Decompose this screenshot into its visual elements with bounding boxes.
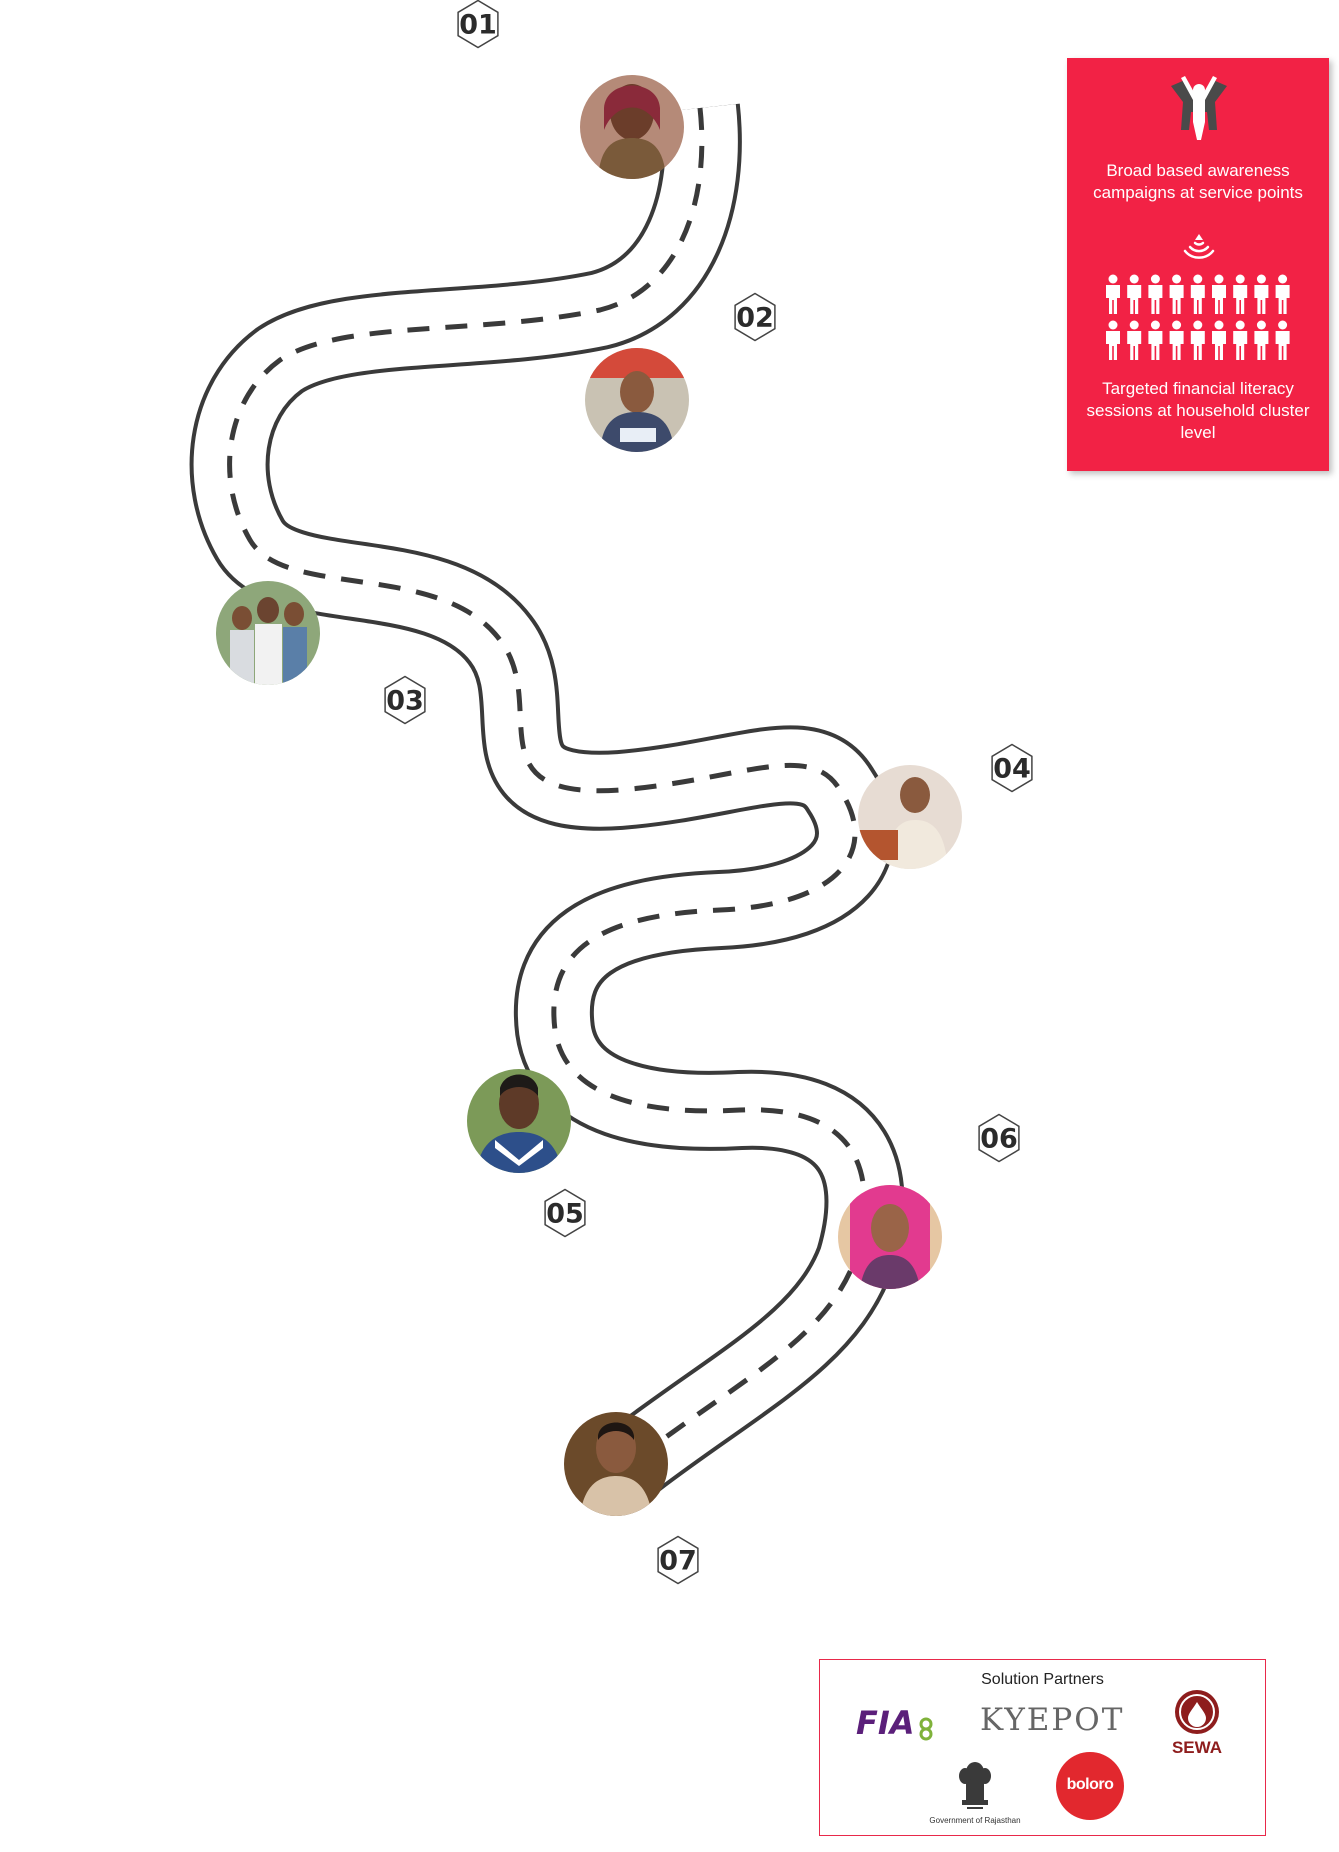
milestone-number: 02 <box>736 303 774 334</box>
solution-partners-box: Solution Partners FIA KYEPOT SEWA Govern… <box>819 1659 1266 1836</box>
milestone-06: 06 <box>978 1113 1020 1163</box>
financial-literacy-text: Targeted financial literacy sessions at … <box>1086 379 1310 442</box>
milestone-03: 03 <box>384 675 426 725</box>
milestone-number: 03 <box>386 686 424 717</box>
man-portrait <box>564 1412 668 1516</box>
hexagon-badge-icon <box>457 0 499 49</box>
person-icon <box>1254 274 1269 314</box>
milestone-number: 06 <box>980 1124 1018 1155</box>
girl-portrait <box>467 1069 571 1173</box>
fia-logo-text: FIA <box>856 1704 915 1742</box>
boloro-logo-text: boloro <box>1066 1776 1114 1793</box>
milestone-01: 01 <box>457 0 499 49</box>
person-icon <box>1106 274 1120 314</box>
broadcast-signal-icon <box>1183 234 1215 259</box>
awareness-campaign-text: Broad based awareness campaigns at servi… <box>1093 161 1303 202</box>
hexagon-badge-icon <box>978 1113 1020 1163</box>
vendor-portrait <box>858 765 962 869</box>
woman-in-sari-portrait <box>838 1185 942 1289</box>
hexagon-badge-icon <box>544 1188 586 1238</box>
government-of-rajasthan-logo: Government of Rajasthan <box>920 1758 1030 1832</box>
hexagon-badge-icon <box>991 743 1033 793</box>
person-icon <box>1127 320 1142 360</box>
sewa-logo-text: SEWA <box>1171 1738 1223 1757</box>
sewa-logo: SEWA <box>1166 1688 1228 1760</box>
winding-road <box>189 103 905 1492</box>
person-icon <box>1106 320 1120 360</box>
person-icon <box>1127 274 1142 314</box>
government-of-rajasthan-text: Government of Rajasthan <box>929 1816 1021 1825</box>
state-emblem-icon <box>959 1762 991 1809</box>
group-of-men-portrait <box>216 581 320 685</box>
milestone-05: 05 <box>544 1188 586 1238</box>
person-icon <box>1275 274 1290 314</box>
milestone-04: 04 <box>991 743 1033 793</box>
person-icon <box>1169 274 1184 314</box>
woman-portrait <box>580 75 684 179</box>
person-icon <box>1169 320 1184 360</box>
person-icon <box>1148 274 1163 314</box>
road-surface <box>193 104 901 1489</box>
people-raising-hands-icon <box>1171 76 1227 140</box>
kyepot-logo: KYEPOT <box>980 1702 1125 1738</box>
shopkeeper-portrait <box>585 348 689 452</box>
boloro-logo: boloro <box>1056 1752 1124 1820</box>
milestone-number: 01 <box>459 10 497 41</box>
milestone-07: 07 <box>657 1535 699 1585</box>
milestone-number: 07 <box>659 1546 697 1577</box>
milestone-02: 02 <box>734 292 776 342</box>
person-icon <box>1148 320 1163 360</box>
person-icon <box>1275 320 1290 360</box>
info-panel: Broad based awareness campaigns at servi… <box>1067 58 1329 471</box>
sewa-emblem-icon <box>1175 1690 1219 1734</box>
person-icon <box>1233 274 1248 314</box>
milestone-number: 04 <box>993 754 1031 785</box>
milestone-labels: 01 02 03 04 05 06 07 <box>384 0 1033 1585</box>
person-icon <box>1212 320 1226 360</box>
partners-title: Solution Partners <box>981 1671 1104 1688</box>
hexagon-badge-icon <box>384 675 426 725</box>
hexagon-badge-icon <box>734 292 776 342</box>
fia-logo: FIA <box>856 1704 933 1742</box>
hexagon-badge-icon <box>657 1535 699 1585</box>
person-icon <box>1233 320 1248 360</box>
person-icon <box>1190 274 1205 314</box>
person-icon <box>1212 274 1226 314</box>
people-group-icon <box>1106 274 1290 360</box>
milestone-number: 05 <box>546 1199 584 1230</box>
person-icon <box>1254 320 1269 360</box>
person-icon <box>1190 320 1205 360</box>
